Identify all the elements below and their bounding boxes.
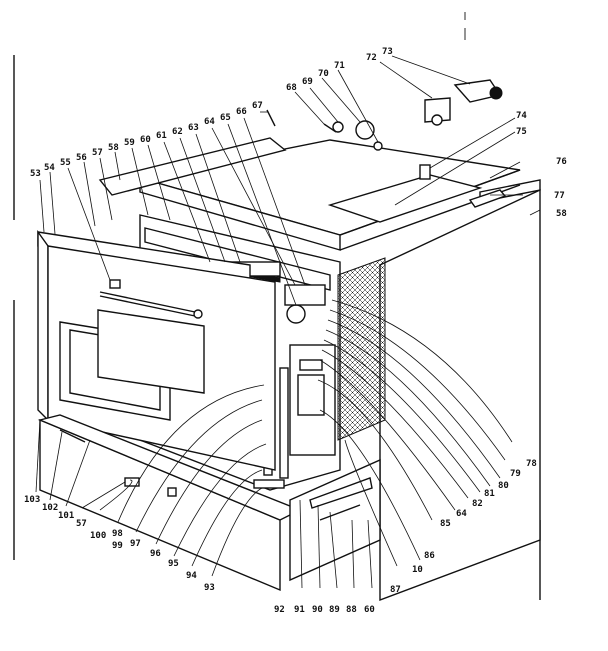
storage-drawer (37, 414, 381, 592)
label-96: 96 (150, 549, 161, 559)
label-99: 99 (112, 541, 123, 551)
label-68: 68 (286, 83, 297, 93)
cabinet-side-panel (379, 179, 541, 602)
label-59: 59 (124, 138, 135, 148)
label-88: 88 (346, 605, 357, 615)
label-93: 93 (204, 583, 215, 593)
label-78: 78 (526, 459, 537, 469)
label-102: 102 (42, 503, 58, 513)
label-62-top: 62 (172, 127, 183, 137)
label-60-top: 60 (140, 135, 151, 145)
label-89: 89 (329, 605, 340, 615)
label-97: 97 (130, 539, 141, 549)
leader-lines (35, 55, 541, 589)
label-81: 81 (484, 489, 495, 499)
label-69: 69 (302, 77, 313, 87)
label-57-bottom: 57 (76, 519, 87, 529)
label-10: 10 (412, 565, 423, 575)
label-73: 73 (382, 47, 393, 57)
label-61-top: 61 (156, 131, 167, 141)
label-67: 67 (252, 101, 263, 111)
label-56: 56 (76, 153, 87, 163)
label-101: 101 (58, 511, 74, 521)
electrical-components (266, 79, 503, 151)
label-72: 72 (366, 53, 377, 63)
label-76: 76 (556, 157, 567, 167)
label-60-bottom: 60 (364, 605, 375, 615)
label-100: 100 (90, 531, 106, 541)
label-54: 54 (44, 163, 55, 173)
label-75: 75 (516, 127, 527, 137)
label-58-right: 58 (556, 209, 567, 219)
part-number-labels: 53 54 55 56 57 58 59 60 61 62 63 64 65 6… (24, 47, 567, 615)
label-79: 79 (510, 469, 521, 479)
label-70: 70 (318, 69, 329, 79)
label-92: 92 (274, 605, 285, 615)
label-53: 53 (30, 169, 41, 179)
label-55: 55 (60, 158, 71, 168)
label-87: 87 (390, 585, 401, 595)
label-71: 71 (334, 61, 345, 71)
label-86: 86 (424, 551, 435, 561)
label-98: 98 (112, 529, 123, 539)
label-77: 77 (554, 191, 565, 201)
label-64-top: 64 (204, 117, 215, 127)
label-66: 66 (236, 107, 247, 117)
label-65-top: 65 (220, 113, 231, 123)
label-82-right: 82 (472, 499, 483, 509)
label-74: 74 (516, 111, 527, 121)
label-58-top: 58 (108, 143, 119, 153)
label-95: 95 (168, 559, 179, 569)
label-94: 94 (186, 571, 197, 581)
label-80: 80 (498, 481, 509, 491)
label-90: 90 (312, 605, 323, 615)
oven-door (37, 229, 276, 471)
label-64-right: 64 (456, 509, 467, 519)
control-bracket (284, 284, 336, 456)
label-85: 85 (440, 519, 451, 529)
label-103: 103 (24, 495, 40, 505)
label-63: 63 (188, 123, 199, 133)
label-91: 91 (294, 605, 305, 615)
label-57-top: 57 (92, 148, 103, 158)
